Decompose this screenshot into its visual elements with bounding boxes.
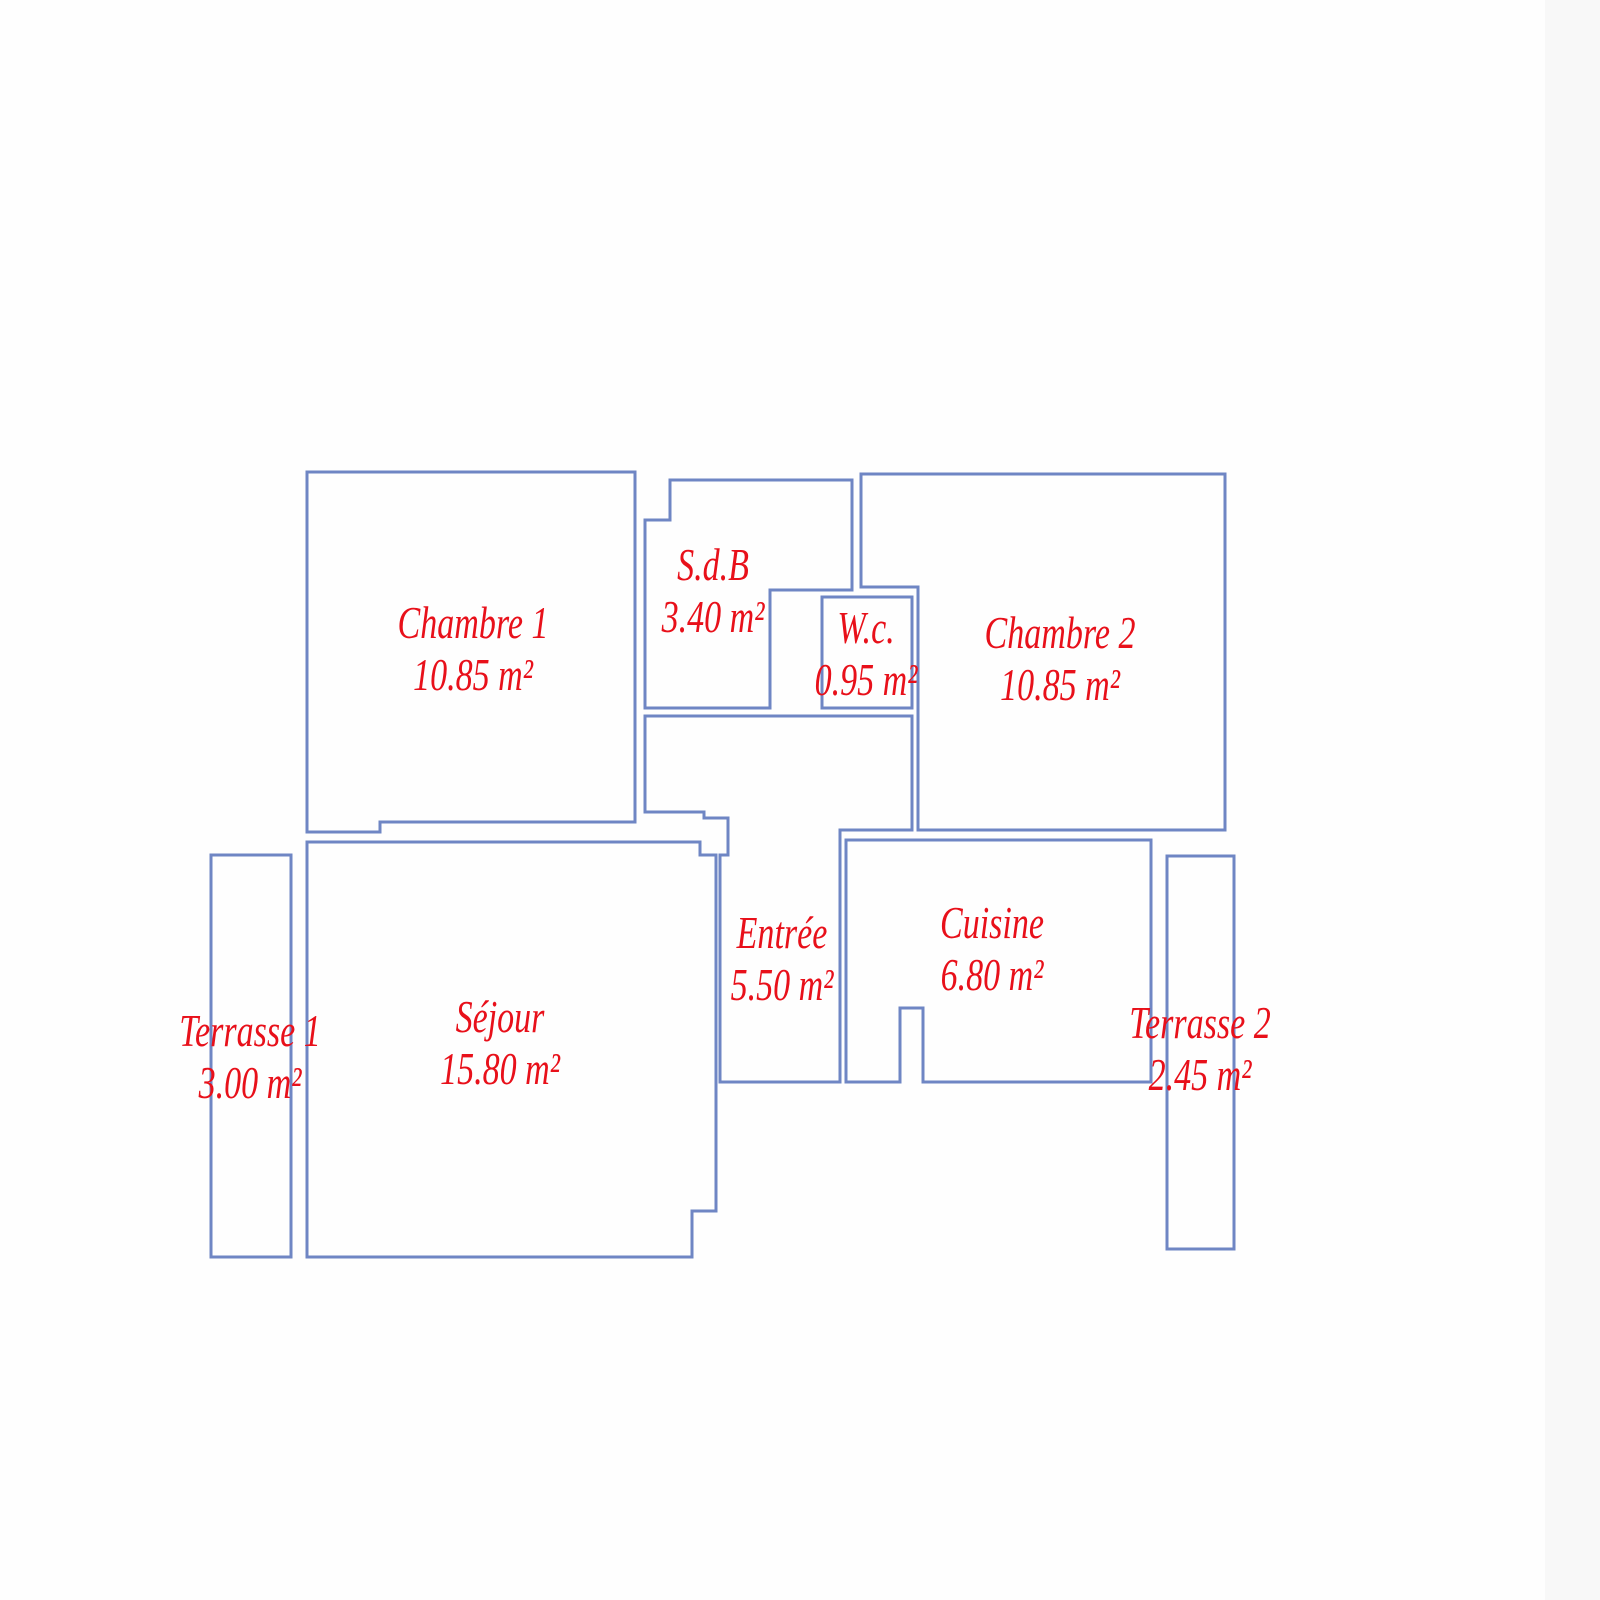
room-wc-outline: [820, 595, 914, 710]
room-chambre-2-outline: [859, 472, 1227, 832]
room-area: 6.80 m²: [941, 949, 1045, 1000]
room-chambre-1-outline: [305, 470, 637, 834]
label-wc: W.c. 0.95 m²: [815, 602, 919, 705]
room-area: 3.00 m²: [198, 1057, 302, 1108]
label-chambre-1: Chambre 1 10.85 m²: [398, 597, 549, 700]
room-terrasse-2-outline: [1165, 854, 1236, 1251]
room-entree-outline: [643, 714, 914, 1084]
room-area: 0.95 m²: [815, 654, 919, 705]
room-name: S.d.B: [677, 539, 749, 590]
room-name: W.c.: [837, 602, 894, 653]
room-name: Chambre 1: [398, 597, 549, 648]
label-chambre-2: Chambre 2 10.85 m²: [985, 607, 1136, 710]
room-labels: Chambre 1 10.85 m² S.d.B 3.40 m² W.c. 0.…: [179, 539, 1271, 1108]
label-terrasse-2: Terrasse 2 2.45 m²: [1129, 997, 1271, 1100]
room-sdb-outline: [643, 478, 854, 710]
label-terrasse-1: Terrasse 1 3.00 m²: [179, 1005, 321, 1108]
room-name: Séjour: [456, 991, 545, 1042]
edge-strip: [1545, 0, 1600, 1600]
room-name: Entrée: [736, 907, 828, 958]
room-area: 5.50 m²: [731, 959, 835, 1010]
room-area: 2.45 m²: [1149, 1049, 1253, 1100]
room-area: 15.80 m²: [440, 1043, 561, 1094]
label-sejour: Séjour 15.80 m²: [440, 991, 561, 1094]
label-sdb: S.d.B 3.40 m²: [661, 539, 765, 642]
room-cuisine-outline: [844, 838, 1153, 1084]
label-entree: Entrée 5.50 m²: [731, 907, 835, 1010]
room-name: Terrasse 1: [179, 1005, 321, 1056]
room-area: 3.40 m²: [661, 591, 765, 642]
walls: [209, 470, 1236, 1259]
label-cuisine: Cuisine 6.80 m²: [940, 897, 1044, 1000]
room-name: Cuisine: [940, 897, 1044, 948]
room-sejour-outline: [305, 840, 718, 1259]
room-area: 10.85 m²: [413, 649, 534, 700]
room-name: Terrasse 2: [1129, 997, 1271, 1048]
room-terrasse-1-outline: [209, 853, 293, 1259]
room-area: 10.85 m²: [1000, 659, 1121, 710]
room-name: Chambre 2: [985, 607, 1136, 658]
